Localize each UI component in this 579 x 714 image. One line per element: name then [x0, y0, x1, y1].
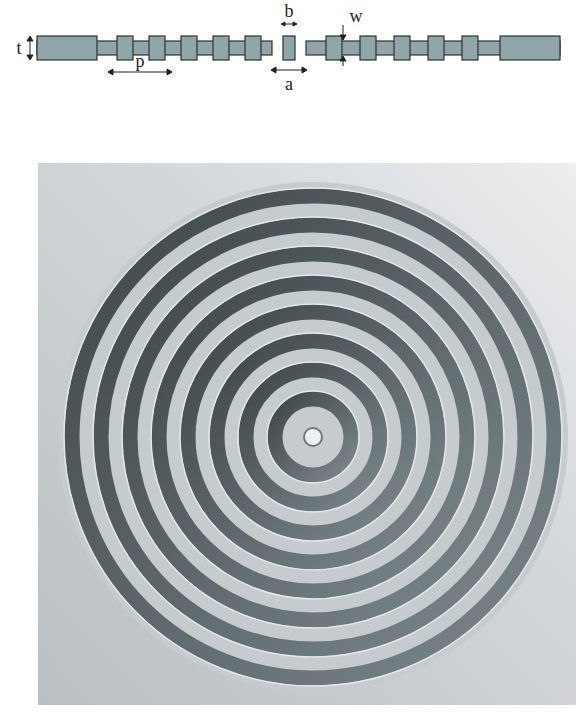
cross-section	[37, 36, 560, 60]
groove	[101, 225, 525, 649]
profile-segment	[428, 36, 444, 60]
profile-segment	[245, 36, 261, 60]
ring-grooves	[64, 188, 562, 686]
profile-segment	[326, 36, 342, 60]
profile-segment	[394, 36, 410, 60]
profile-segment	[37, 36, 97, 60]
groove-edge	[93, 217, 533, 657]
groove-edge	[151, 275, 475, 599]
dimension-marks	[27, 22, 346, 75]
profile-segment	[149, 36, 165, 60]
groove-edge	[122, 246, 504, 628]
profile-segment	[500, 36, 560, 60]
profile-segment	[117, 36, 133, 60]
groove-edge	[180, 304, 446, 570]
groove	[275, 399, 351, 475]
groove	[246, 370, 380, 504]
groove	[130, 254, 496, 620]
groove-edge	[267, 391, 359, 483]
groove	[72, 196, 554, 678]
groove-edge	[64, 188, 562, 686]
groove	[159, 283, 467, 591]
corrugated-area	[58, 182, 568, 692]
groove-edge	[238, 362, 388, 512]
groove-edge	[209, 333, 417, 541]
groove	[188, 312, 438, 562]
profile-segment	[360, 36, 376, 60]
dimension-label: b	[285, 2, 294, 20]
profile-segment	[213, 36, 229, 60]
profile-segment	[283, 36, 295, 60]
plate	[38, 163, 576, 705]
groove	[217, 341, 409, 533]
dimension-label: p	[136, 52, 145, 70]
profile-segment	[462, 36, 478, 60]
dimension-label: a	[285, 75, 293, 93]
dimension-label: w	[350, 7, 363, 25]
profile-segment	[181, 36, 197, 60]
dimension-label: t	[16, 39, 21, 57]
central-hole	[304, 428, 322, 446]
